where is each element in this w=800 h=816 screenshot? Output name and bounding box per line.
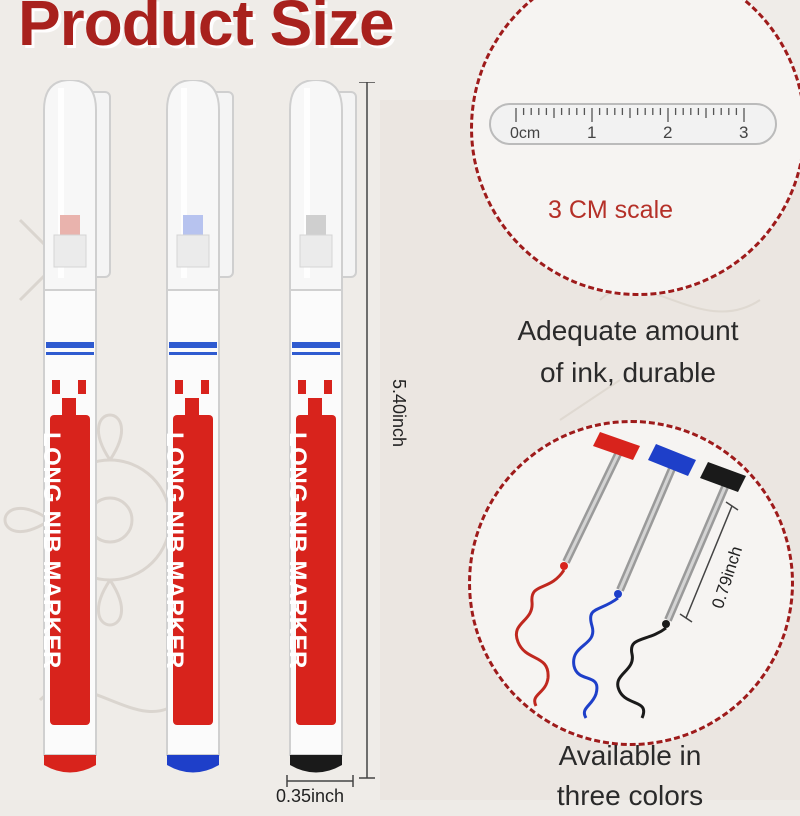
ruler-tick-0: 0cm [510, 125, 540, 142]
marker-black: LONG NIB MARKER [268, 80, 364, 780]
ruler-tick-1: 1 [587, 123, 596, 142]
width-dimension-line [286, 775, 354, 787]
marker-brand-label: LONG NIB MARKER [38, 432, 65, 669]
length-dimension-line [359, 82, 375, 779]
length-label: 5.40inch [389, 379, 409, 448]
colors-description: Available in three colors [510, 736, 750, 816]
scale-label: 3 CM scale [548, 196, 674, 224]
marker-brand-label: LONG NIB MARKER [284, 432, 311, 669]
width-label: 0.35inch [276, 786, 345, 806]
marker-red: LONG NIB MARKER [22, 80, 118, 780]
colors-line-2: three colors [556, 780, 704, 811]
marker-brand-label: LONG NIB MARKER [161, 432, 188, 669]
colors-line-1: Available in [558, 740, 702, 771]
scale-callout [470, 0, 800, 296]
ruler: 0cm 1 2 3 [489, 103, 777, 145]
nib-illustration [514, 432, 746, 719]
page-title: Product Size [18, 0, 395, 59]
ruler-tick-3: 3 [739, 123, 748, 142]
ink-line-2: of ink, durable [540, 357, 716, 388]
ink-line-1: Adequate amount [517, 315, 739, 346]
ruler-tick-2: 2 [663, 123, 672, 142]
ink-description: Adequate amount of ink, durable [488, 310, 768, 394]
marker-blue: LONG NIB MARKER [145, 80, 241, 780]
